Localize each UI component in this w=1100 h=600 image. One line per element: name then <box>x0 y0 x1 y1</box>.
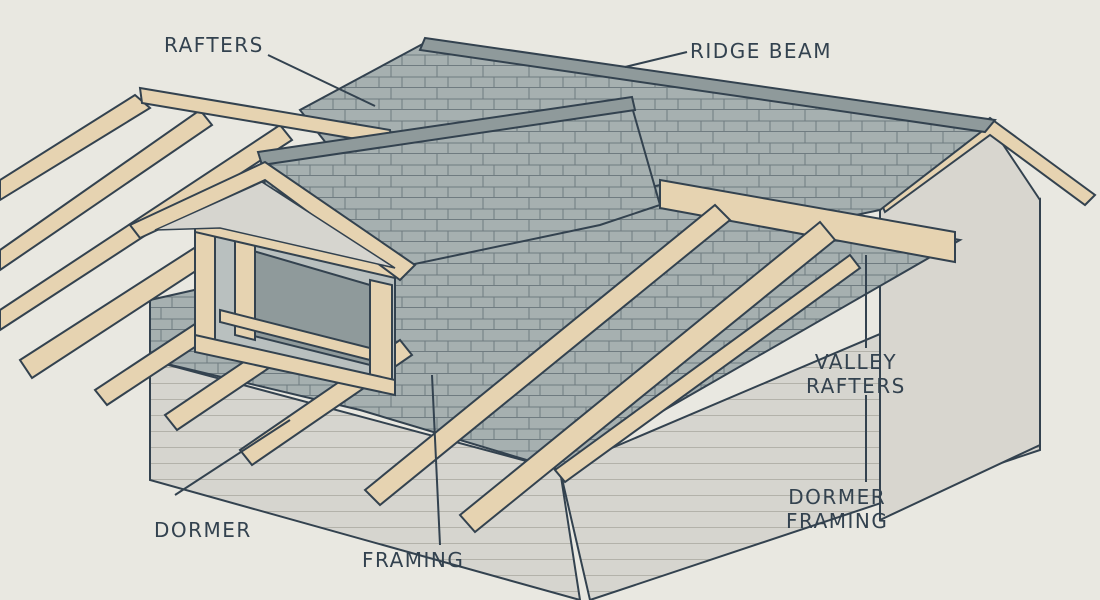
label-valley-rafters-line2: RAFTERS <box>806 374 906 398</box>
framing-leader <box>431 374 441 546</box>
rafters-leader <box>267 54 376 107</box>
label-dormer-framing-line1: DORMER <box>788 485 887 509</box>
gable-trim <box>878 116 1097 214</box>
label-valley-rafters-line1: VALLEY <box>814 350 898 374</box>
label-ridge-beam: RIDGE BEAM <box>690 39 832 63</box>
dormer-ridge <box>256 95 637 167</box>
dormer-gable <box>128 160 417 282</box>
front-wall <box>149 358 582 600</box>
label-framing: FRAMING <box>362 548 465 572</box>
label-valley-rafters: VALLEY RAFTERS <box>806 350 906 398</box>
label-rafters: RAFTERS <box>164 33 264 57</box>
dormer-leader <box>174 419 291 496</box>
label-dormer: DORMER <box>154 518 252 542</box>
label-dormer-framing: DORMER FRAMING <box>786 485 888 533</box>
ridge-beam-leader <box>624 51 688 68</box>
front-header <box>659 178 956 264</box>
dormer <box>128 95 662 397</box>
valley-rafters <box>363 203 862 534</box>
leader-lines <box>174 51 867 546</box>
ridge-beam <box>418 36 997 134</box>
label-dormer-framing-line2: FRAMING <box>786 509 889 533</box>
